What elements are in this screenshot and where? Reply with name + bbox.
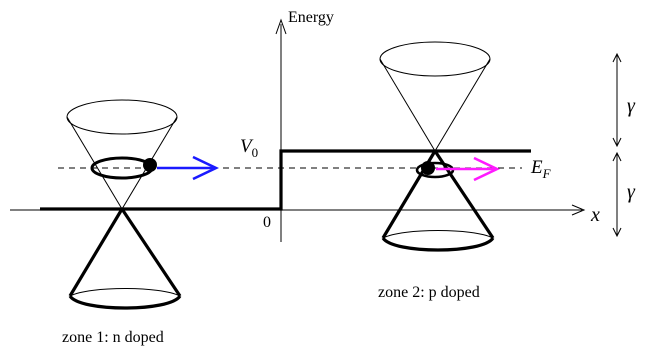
fermi-subscript: F <box>542 165 551 181</box>
x-axis-label: x <box>591 204 600 226</box>
zone1-label: zone 1: n doped <box>62 329 164 346</box>
hole-velocity-arrow <box>436 156 501 182</box>
gamma-upper-label: γ <box>627 95 635 117</box>
potential-subscript: 0 <box>251 144 259 160</box>
fermi-symbol: E <box>531 157 543 178</box>
zone2-dirac-cone <box>379 41 495 252</box>
potential-symbol: V <box>240 136 252 157</box>
fermi-label: EF <box>531 158 551 180</box>
gamma-lower-bracket <box>612 151 622 238</box>
gamma-lower-label: γ <box>627 181 635 203</box>
gamma-upper-bracket <box>612 52 622 148</box>
zone1-dirac-cone <box>66 99 182 310</box>
y-axis-arrowhead <box>275 18 287 35</box>
zone2-label: zone 2: p doped <box>378 284 480 301</box>
potential-step <box>40 149 531 211</box>
electron-velocity-arrow <box>157 155 220 181</box>
x-axis-arrowhead <box>571 204 586 216</box>
potential-label: V0 <box>240 137 258 159</box>
zone2-hole <box>421 161 435 175</box>
origin-label: 0 <box>263 214 271 231</box>
y-axis-label: Energy <box>288 9 334 26</box>
zone1-electron <box>143 158 157 172</box>
